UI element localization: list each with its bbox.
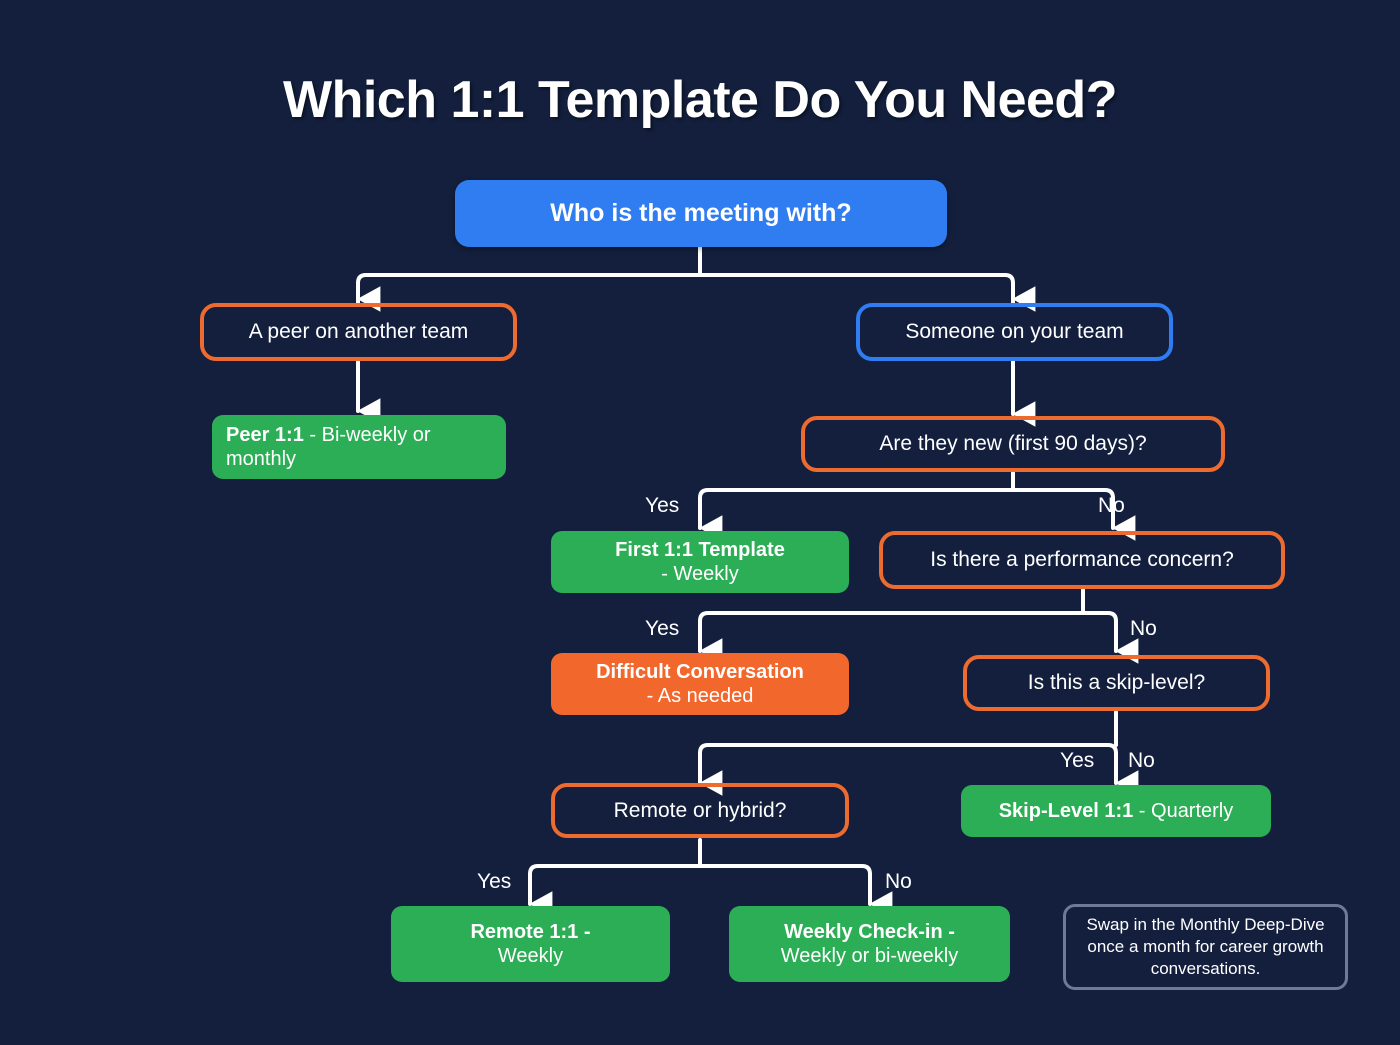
node-difficult-bold: Difficult Conversation [596, 660, 804, 683]
node-root-label: Who is the meeting with? [550, 199, 852, 228]
node-skiplevel-rest: - Quarterly [1133, 799, 1234, 822]
node-performance-concern[interactable]: Is there a performance concern? [879, 531, 1285, 589]
edge-skip-split [698, 743, 1118, 777]
node-first-bold: First 1:1 Template [615, 538, 785, 561]
node-peer-label: A peer on another team [248, 320, 469, 344]
edge-label-remote-yes: Yes [477, 870, 512, 893]
edge-root-split [356, 273, 1015, 305]
edge-label-skip-no: No [1128, 749, 1155, 772]
edge-label-perf-yes: Yes [645, 617, 680, 640]
edge-label-perf-no: No [1130, 617, 1157, 640]
node-remote-or-hybrid[interactable]: Remote or hybrid? [551, 783, 849, 838]
node-remoteq-label: Remote or hybrid? [613, 798, 787, 822]
node-root[interactable]: Who is the meeting with? [455, 180, 947, 247]
edge-perf-split [698, 611, 1118, 645]
node-weekly-result-rest: Weekly or bi-weekly [780, 945, 959, 967]
edge-label-new90-yes: Yes [645, 494, 680, 517]
node-peer-on-another-team[interactable]: A peer on another team [200, 303, 517, 361]
node-are-they-new[interactable]: Are they new (first 90 days)? [801, 416, 1225, 472]
node-difficult-conversation[interactable]: Difficult Conversation- As needed [551, 653, 849, 715]
page-title: Which 1:1 Template Do You Need? [283, 71, 1117, 129]
edge-label-skip-yes: Yes [1060, 749, 1095, 772]
node-new90-label: Are they new (first 90 days)? [879, 432, 1147, 456]
node-remote-result-bold: Remote 1:1 - [470, 920, 591, 943]
node-skip-level-1on1-result[interactable]: Skip-Level 1:1 - Quarterly [961, 785, 1271, 837]
edge-label-remote-no: No [885, 870, 912, 893]
node-remote-1on1-result[interactable]: Remote 1:1 -Weekly [391, 906, 670, 982]
node-weekly-checkin-result[interactable]: Weekly Check-in -Weekly or bi-weekly [729, 906, 1010, 982]
node-perf-label: Is there a performance concern? [930, 548, 1234, 572]
node-is-skip-level[interactable]: Is this a skip-level? [963, 655, 1270, 711]
node-first-rest: - Weekly [661, 563, 739, 585]
node-skip-label: Is this a skip-level? [1027, 671, 1206, 695]
node-team-label: Someone on your team [905, 320, 1124, 344]
edge-new90-split [698, 488, 1115, 522]
node-peer-1on1-result[interactable]: Peer 1:1 - Bi-weekly or monthly [212, 415, 506, 479]
node-peer-result-rest: - Bi-weekly or monthly [226, 423, 431, 470]
edge-label-new90-no: No [1098, 494, 1125, 517]
node-first-1on1-template[interactable]: First 1:1 Template- Weekly [551, 531, 849, 593]
note-monthly-deep-dive: Swap in the Monthly Deep-Dive once a mon… [1063, 904, 1348, 990]
node-someone-on-your-team[interactable]: Someone on your team [856, 303, 1173, 361]
node-remote-result-rest: Weekly [497, 945, 564, 967]
note-text: Swap in the Monthly Deep-Dive once a mon… [1086, 915, 1325, 978]
edge-remoteq-split [528, 864, 872, 898]
node-difficult-rest: - As needed [646, 685, 754, 707]
node-skiplevel-bold: Skip-Level 1:1 [998, 799, 1134, 822]
node-peer-result-bold: Peer 1:1 [226, 423, 304, 446]
node-weekly-result-bold: Weekly Check-in - [784, 920, 955, 943]
